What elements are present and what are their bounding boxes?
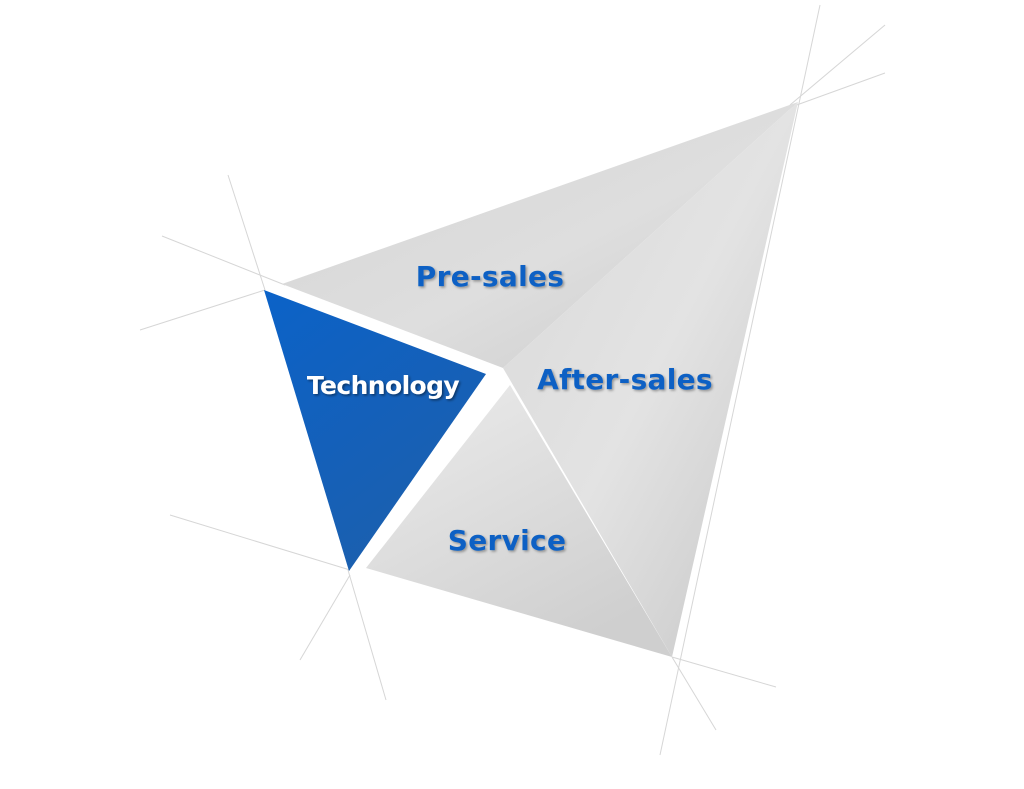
label-after-sales: After-sales: [537, 363, 713, 396]
segment-service[interactable]: [366, 385, 672, 657]
segment-pre-sales[interactable]: [282, 102, 798, 368]
label-service: Service: [448, 524, 567, 557]
guide-lines: [139, 4, 886, 756]
label-technology: Technology: [307, 371, 460, 400]
segment-after-sales[interactable]: [503, 102, 798, 657]
segment-technology[interactable]: [264, 290, 486, 571]
label-pre-sales: Pre-sales: [416, 260, 564, 293]
